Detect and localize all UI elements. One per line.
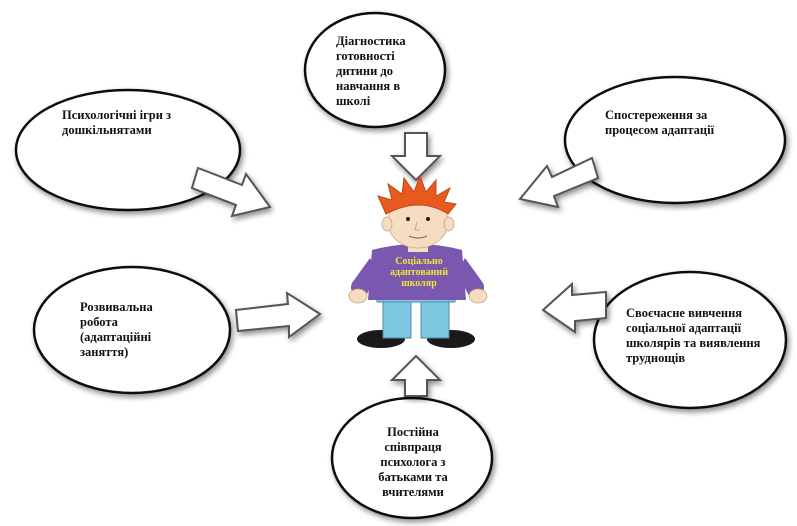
node-top-text: Діагностика готовності дитини до навчанн… xyxy=(336,34,406,108)
center-label: Соціально адаптований школяр xyxy=(390,256,448,289)
node-mid-right-text: Своєчасне вивчення соціальної адаптації … xyxy=(626,306,761,365)
node-top-right-text: Спостереження за процесом адаптації xyxy=(605,108,715,137)
right-arm xyxy=(457,258,484,298)
arrow-top-right xyxy=(518,156,600,209)
right-eye xyxy=(426,217,430,221)
left-eye xyxy=(406,217,410,221)
shirt xyxy=(368,244,466,300)
right-ear xyxy=(443,216,455,232)
left-ear xyxy=(381,216,393,232)
ellipse-top-right xyxy=(563,75,787,205)
arrow-top xyxy=(389,132,443,182)
hair xyxy=(377,174,457,215)
left-hand xyxy=(348,288,368,304)
arrow-mid-left xyxy=(234,291,322,339)
node-bottom-text: Постійна співпраця психолога з батьками … xyxy=(378,425,448,499)
right-hand xyxy=(468,288,488,304)
arrow-bottom xyxy=(389,354,443,397)
ellipse-bottom xyxy=(330,396,494,520)
node-mid-left-text: Розвивальна робота (адаптаційні заняття) xyxy=(80,300,153,359)
ellipse-top xyxy=(303,11,447,129)
ellipse-top-left xyxy=(14,88,242,212)
arrow-top-left xyxy=(190,166,272,218)
mouth xyxy=(408,235,428,239)
arrow-mid-right xyxy=(541,281,607,334)
ellipse-mid-right xyxy=(592,270,788,410)
nose xyxy=(414,221,420,231)
boy-figure xyxy=(348,174,488,348)
ellipse-mid-left xyxy=(32,265,232,395)
node-top-left-text: Психологічні ігри з дошкільнятами xyxy=(62,108,172,137)
